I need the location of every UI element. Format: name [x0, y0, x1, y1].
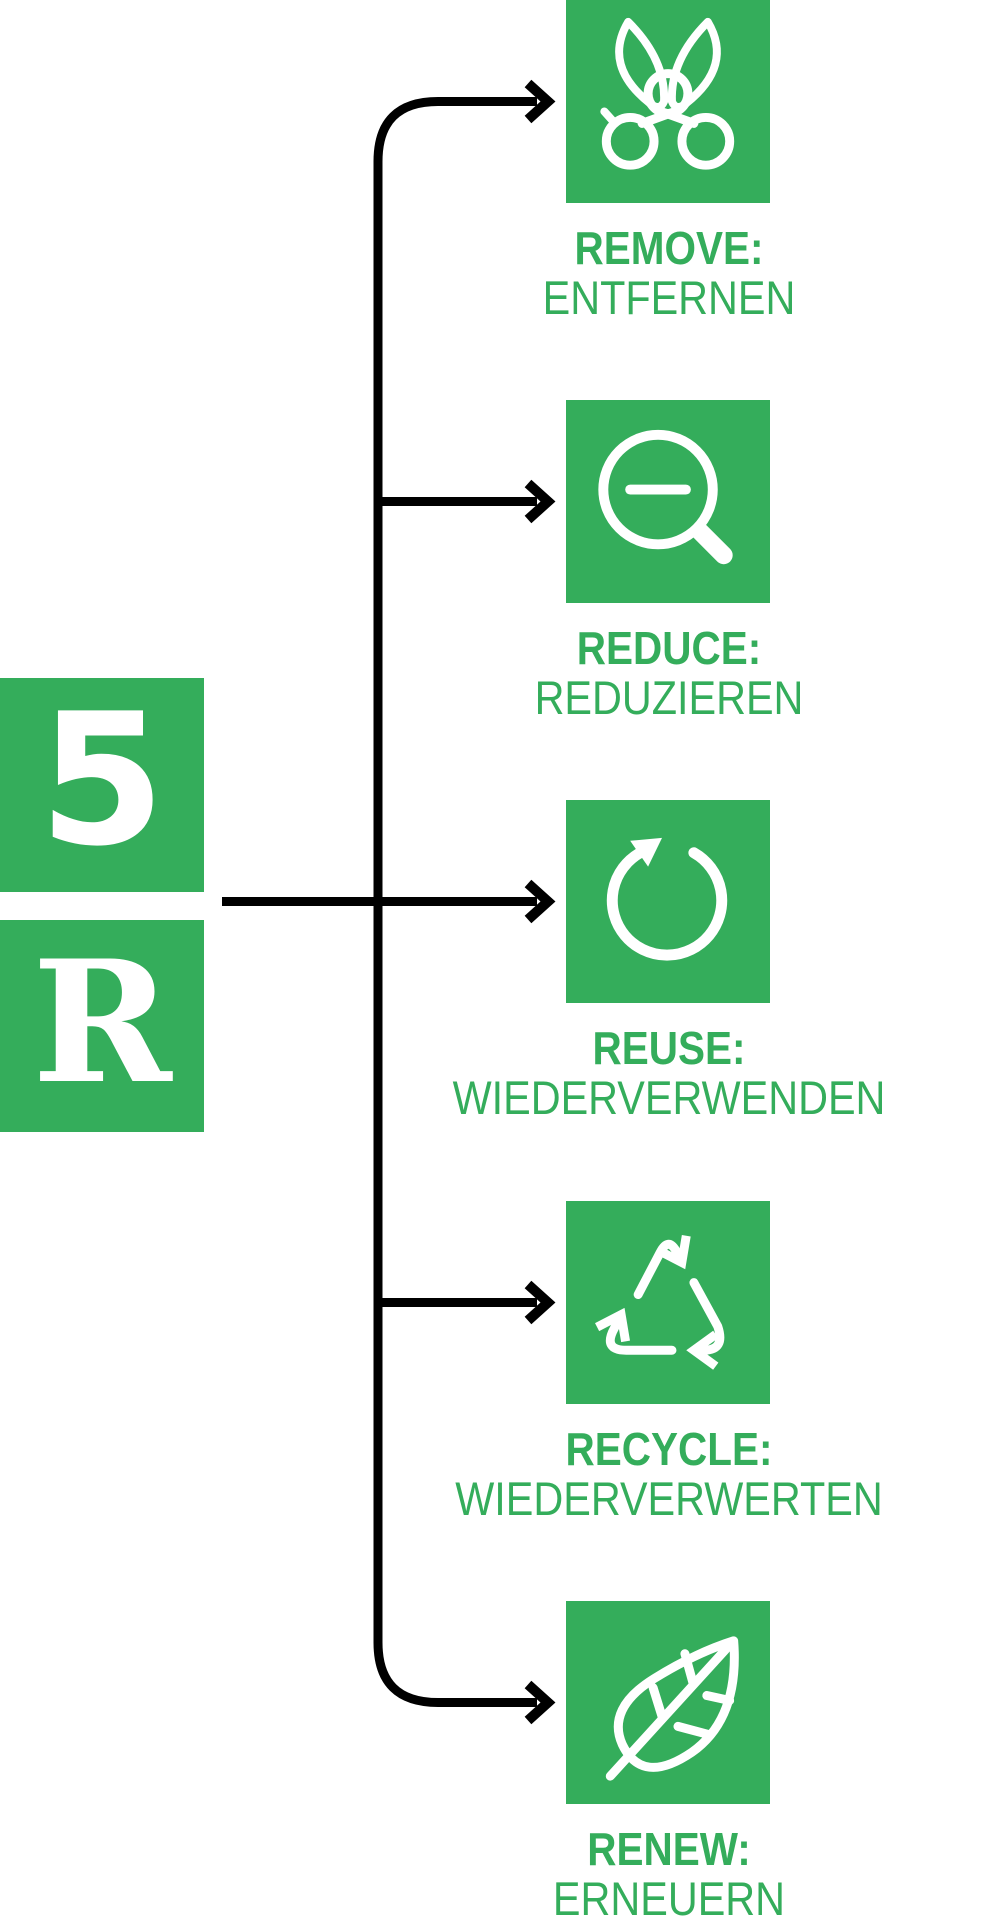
leaf-icon	[605, 1636, 739, 1781]
label-remove: REMOVE: ENTFERNEN	[405, 223, 933, 323]
label-remove-subtitle: ENTFERNEN	[542, 271, 796, 324]
label-renew: RENEW: ERNEUERN	[405, 1824, 933, 1916]
badge-number-5: 5	[0, 678, 204, 892]
badge-letter-text: R	[32, 923, 172, 1121]
label-reuse-title: REUSE:	[592, 1022, 746, 1074]
label-remove-title: REMOVE:	[574, 222, 764, 274]
label-renew-subtitle: ERNEUERN	[552, 1872, 786, 1916]
recycle-arrows-icon	[595, 1235, 725, 1370]
arrowhead-reduce	[524, 479, 556, 524]
tile-recycle	[566, 1201, 770, 1404]
tile-renew	[566, 1601, 770, 1804]
arrowhead-remove	[524, 79, 556, 124]
badge-number-text: 5	[38, 674, 166, 886]
circular-arrow-icon	[606, 837, 728, 961]
label-reuse-subtitle: WIEDERVERWENDEN	[452, 1071, 886, 1124]
label-reuse: REUSE: WIEDERVERWENDEN	[405, 1023, 933, 1123]
badge-letter-r: R	[0, 920, 204, 1132]
magnifier-minus-icon	[598, 429, 733, 565]
arrowhead-renew	[524, 1680, 556, 1725]
label-reduce-title: REDUCE:	[576, 622, 762, 674]
label-reduce: REDUCE: REDUZIEREN	[405, 623, 933, 723]
arrowhead-recycle	[524, 1280, 556, 1325]
tile-reuse	[566, 800, 770, 1003]
scissors-icon	[600, 17, 735, 170]
label-reduce-subtitle: REDUZIEREN	[534, 671, 804, 724]
tile-reduce	[566, 400, 770, 603]
label-recycle-title: RECYCLE:	[565, 1423, 773, 1475]
arrowhead-reuse	[524, 879, 556, 924]
label-recycle: RECYCLE: WIEDERVERWERTEN	[405, 1424, 933, 1524]
label-renew-title: RENEW:	[587, 1823, 751, 1875]
label-recycle-subtitle: WIEDERVERWERTEN	[455, 1472, 883, 1525]
tile-remove	[566, 0, 770, 203]
